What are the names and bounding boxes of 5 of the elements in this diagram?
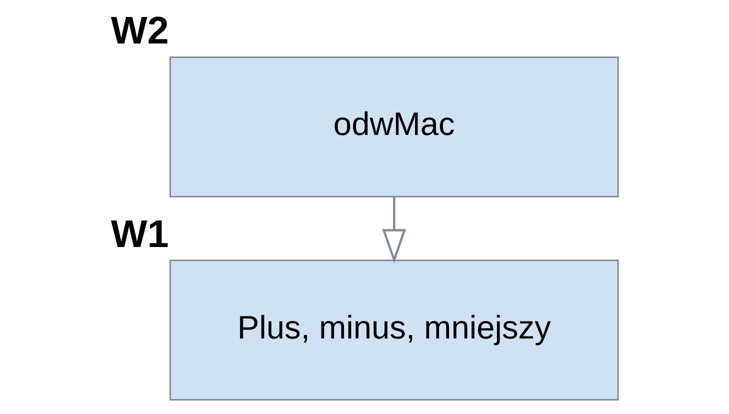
node-label: W1 [110,212,169,256]
arrow [382,196,406,264]
node-label: W2 [110,10,169,53]
node-box: odwMac [170,56,619,198]
node-box: Plus, minus, mniejszy [170,260,619,401]
